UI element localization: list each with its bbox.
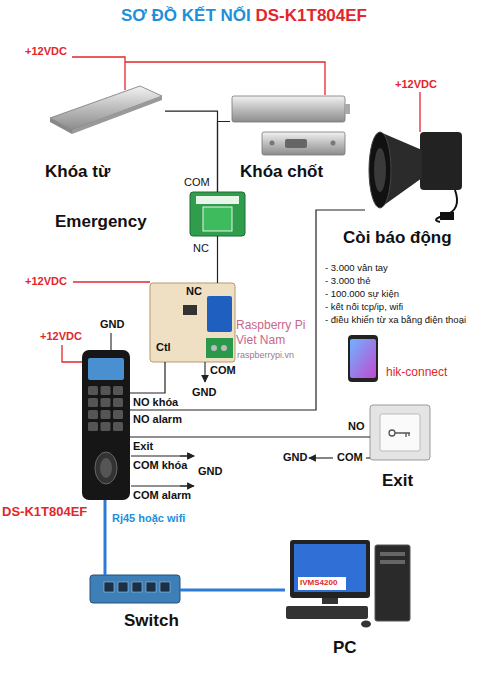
feature-note: - điều khiển từ xa bằng điện thoại — [325, 314, 466, 325]
gnd-arrow — [309, 457, 333, 458]
network-link — [180, 589, 285, 592]
node-caption: Exit — [382, 471, 413, 491]
network-switch: Switch — [90, 575, 180, 603]
signal-wire — [165, 111, 218, 192]
node-caption: Khóa từ — [45, 162, 110, 182]
signal-label: +12VDC — [395, 78, 437, 91]
node-caption: Switch — [124, 611, 179, 631]
signal-label: GND — [100, 318, 124, 331]
feature-note: - 3.000 thẻ — [325, 275, 370, 286]
signal-label: IVMS4200 — [300, 578, 337, 588]
title-text: SƠ ĐỒ KẾT NỐI DS-K1T804EF — [0, 6, 488, 26]
gnd-arrow — [180, 455, 194, 456]
siren-picture — [369, 132, 462, 222]
emergency-button-picture — [190, 192, 245, 236]
relay-module: NC Ctl — [150, 283, 235, 362]
signal-label: COM khóa — [133, 459, 187, 472]
edge-label: Rj45 hoặc wifi — [112, 512, 185, 525]
signal-label: +12VDC — [40, 330, 82, 343]
bolt-lock: Khóa chốt — [230, 90, 350, 160]
terminal-label: NC — [186, 285, 202, 298]
signal-label: COM — [184, 176, 210, 189]
access-terminal: DS-K1T804EF — [82, 350, 130, 500]
node-caption: PC — [333, 638, 357, 658]
gnd-wire — [131, 456, 193, 486]
power-wire — [62, 345, 82, 362]
node-caption: Khóa chốt — [240, 162, 323, 182]
power-wire — [419, 92, 420, 132]
ground-wire — [110, 333, 111, 350]
node-caption: Còi báo động — [343, 228, 452, 248]
siren: Còi báo động — [365, 125, 470, 220]
gnd-arrow — [180, 485, 194, 486]
gnd-arrow — [204, 362, 205, 382]
bolt-lock-picture — [232, 96, 350, 155]
watermark: Raspberry Pi — [236, 318, 305, 332]
signal-label: NC — [193, 242, 209, 255]
signal-label: GND — [283, 451, 307, 464]
magnetic-lock-picture — [50, 86, 162, 134]
com-wire — [366, 457, 370, 458]
phone-picture — [348, 335, 378, 382]
relay-module-picture — [150, 283, 235, 362]
signal-label: +12VDC — [25, 275, 67, 288]
signal-label: +12VDC — [25, 45, 67, 58]
terminal-label: Ctl — [156, 341, 171, 354]
signal-label: NO khóa — [133, 396, 178, 409]
signal-wire — [130, 436, 370, 437]
node-caption: DS-K1T804EF — [2, 504, 87, 520]
signal-label: Exit — [133, 440, 153, 453]
exit-button: Exit — [370, 405, 430, 460]
signal-label: COM — [337, 451, 363, 464]
power-wire — [73, 281, 150, 282]
signal-label: GND — [198, 465, 222, 478]
emergency-button: Emergency — [190, 192, 245, 236]
magnetic-lock: Khóa từ — [48, 82, 165, 135]
node-caption: Emergency — [55, 212, 147, 232]
watermark: raspberrypi.vn — [237, 350, 294, 361]
network-link — [104, 500, 107, 575]
signal-wire — [130, 362, 165, 393]
signal-label: NO alarm — [133, 413, 182, 426]
feature-note: - 3.000 vân tay — [325, 262, 388, 273]
phone: hik-connect — [348, 335, 378, 382]
signal-label: NO — [348, 420, 365, 433]
feature-note: - 100.000 sự kiện — [325, 288, 399, 299]
access-terminal-picture — [82, 350, 130, 500]
signal-label: GND — [192, 386, 216, 399]
signal-label: COM alarm — [133, 489, 191, 502]
pc-picture — [286, 540, 410, 628]
node-caption: hik-connect — [386, 365, 447, 379]
exit-button-picture — [370, 405, 430, 460]
signal-wire — [218, 122, 231, 193]
power-wire — [72, 57, 325, 95]
watermark: Viet Nam — [236, 333, 285, 347]
feature-note: - kết nối tcp/ip, wifi — [325, 301, 403, 312]
signal-label: COM — [210, 364, 236, 377]
switch-picture — [90, 575, 180, 603]
signal-wire — [217, 236, 218, 283]
